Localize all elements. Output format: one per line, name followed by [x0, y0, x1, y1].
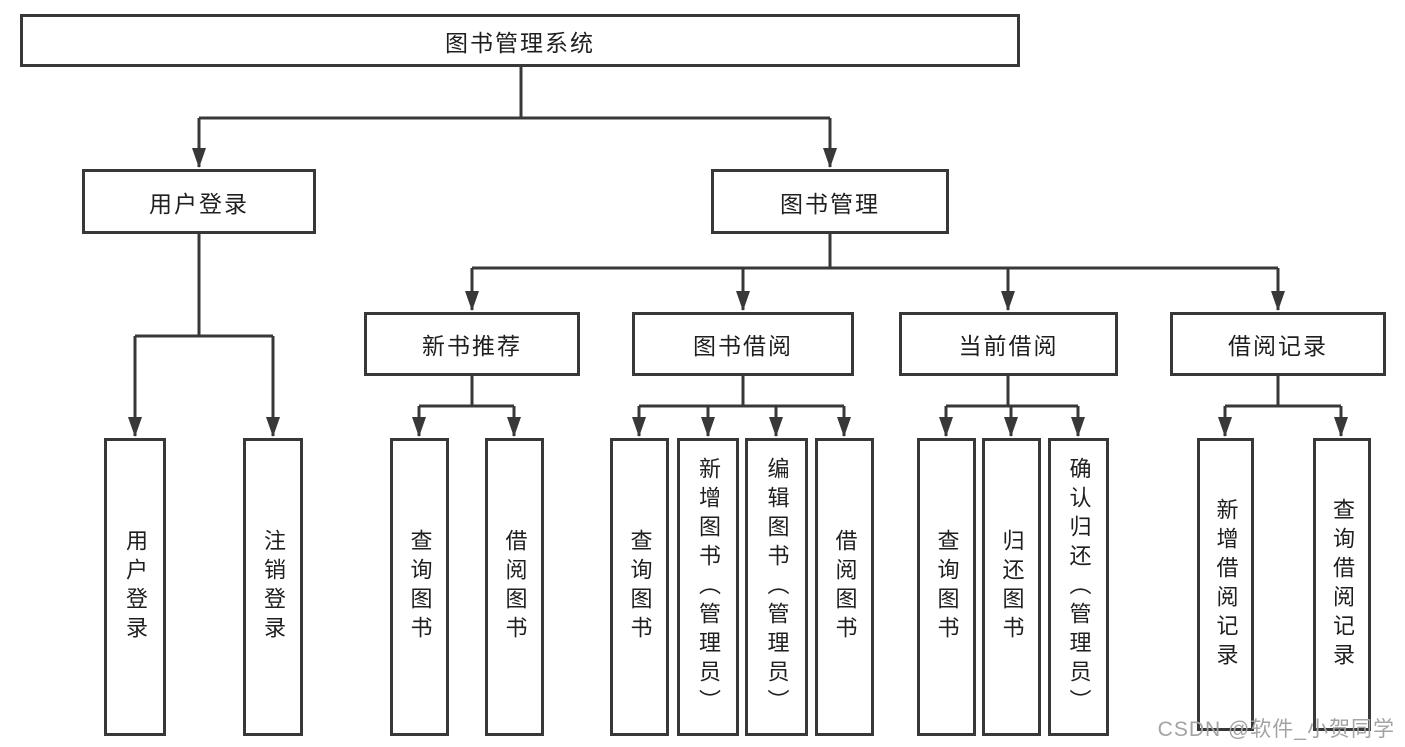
- connector-book-borrow-children: [632, 376, 851, 437]
- connector-book-management-children: [465, 234, 1285, 311]
- connector-borrow-records-children: [1218, 376, 1348, 437]
- node-borrow-borrow-books: 借阅图书: [815, 438, 874, 736]
- node-book-borrow: 图书借阅: [632, 312, 854, 376]
- node-borrow-query-books-label: 查询图书: [627, 529, 653, 645]
- node-return-books: 归还图书: [982, 438, 1041, 736]
- connector-user-login-children: [128, 234, 280, 437]
- node-new-book-recommend: 新书推荐: [364, 312, 580, 376]
- node-edit-book-admin-label: 编辑图书（管理员）: [764, 456, 790, 718]
- node-user-login-action: 用户登录: [104, 438, 166, 736]
- connector-current-borrow-children: [939, 376, 1085, 437]
- node-newrec-query-books-label: 查询图书: [407, 529, 433, 645]
- node-return-books-label: 归还图书: [999, 529, 1025, 645]
- node-book-management: 图书管理: [711, 169, 949, 234]
- node-logout-action: 注销登录: [243, 438, 303, 736]
- node-borrow-records: 借阅记录: [1170, 312, 1386, 376]
- node-library-management-system-label: 图书管理系统: [445, 29, 595, 56]
- node-newrec-borrow-books: 借阅图书: [485, 438, 544, 736]
- node-current-borrow-label: 当前借阅: [958, 333, 1059, 359]
- node-new-book-recommend-label: 新书推荐: [422, 333, 522, 359]
- node-borrow-borrow-books-label: 借阅图书: [832, 529, 858, 645]
- node-current-borrow: 当前借阅: [899, 312, 1118, 376]
- node-user-login-branch: 用户登录: [82, 169, 316, 234]
- node-library-management-system: 图书管理系统: [20, 14, 1020, 67]
- node-book-management-label: 图书管理: [780, 190, 880, 217]
- node-add-book-admin: 新增图书（管理员）: [677, 438, 739, 736]
- node-confirm-return-admin: 确认归还（管理员）: [1048, 438, 1109, 736]
- connector-new-book-recommend-children: [412, 376, 521, 437]
- node-add-borrow-record-label: 新增借阅记录: [1213, 497, 1239, 672]
- csdn-watermark: CSDN @软件_小贺同学: [1157, 718, 1395, 741]
- node-current-query-books-label: 查询图书: [934, 529, 960, 645]
- node-add-borrow-record: 新增借阅记录: [1197, 438, 1254, 731]
- node-user-login-action-label: 用户登录: [123, 529, 148, 645]
- node-newrec-borrow-books-label: 借阅图书: [502, 529, 528, 645]
- node-query-borrow-record: 查询借阅记录: [1313, 438, 1371, 731]
- connector-root-to-level2: [192, 67, 837, 168]
- node-user-login-branch-label: 用户登录: [149, 190, 249, 217]
- node-current-query-books: 查询图书: [917, 438, 976, 736]
- node-borrow-records-label: 借阅记录: [1228, 333, 1328, 359]
- node-borrow-query-books: 查询图书: [610, 438, 669, 736]
- node-newrec-query-books: 查询图书: [390, 438, 449, 736]
- node-book-borrow-label: 图书借阅: [693, 333, 793, 359]
- node-query-borrow-record-label: 查询借阅记录: [1330, 497, 1355, 672]
- node-confirm-return-admin-label: 确认归还（管理员）: [1066, 456, 1092, 718]
- node-edit-book-admin: 编辑图书（管理员）: [745, 438, 808, 736]
- node-logout-action-label: 注销登录: [261, 529, 286, 645]
- node-add-book-admin-label: 新增图书（管理员）: [696, 456, 721, 718]
